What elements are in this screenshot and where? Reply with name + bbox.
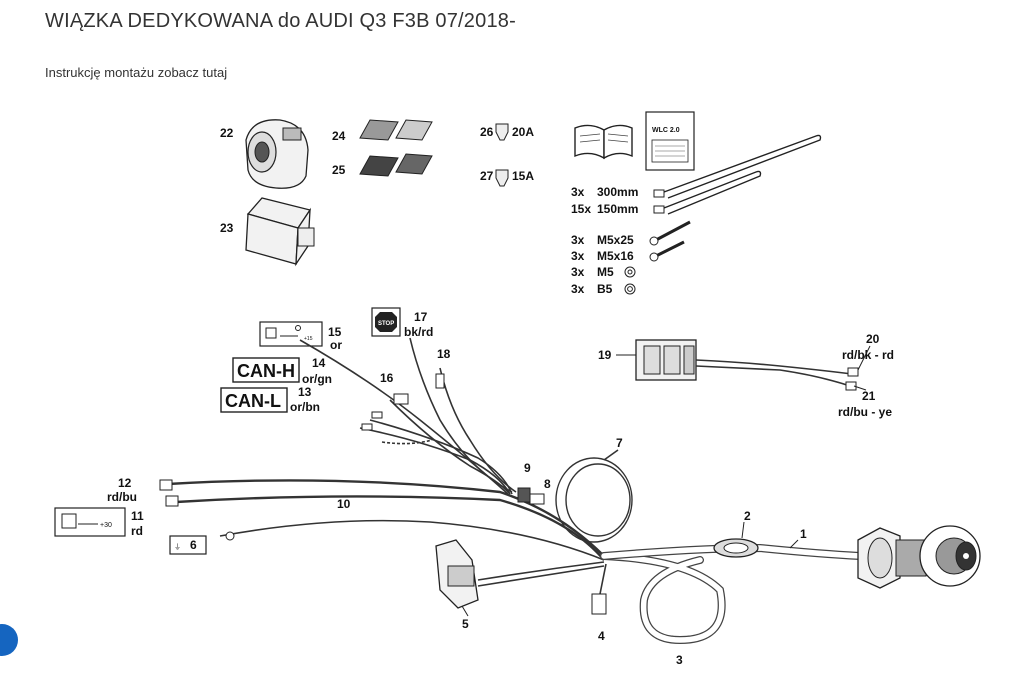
part-12-color: rd/bu — [107, 490, 137, 504]
part-16-label: 16 — [380, 371, 394, 385]
hw-qty-3: 3x — [571, 233, 585, 247]
part-12-label: 12 — [118, 476, 132, 490]
part-13-label: 13 — [298, 385, 312, 399]
part-3-label: 3 — [676, 653, 683, 667]
part-22-label: 22 — [220, 126, 234, 140]
part-24-label: 24 — [332, 129, 346, 143]
part-13-color: or/bn — [290, 400, 320, 414]
hw-item-4: M5x16 — [597, 249, 634, 263]
part-11-color: rd — [131, 524, 143, 538]
part-1-main-cable: 1 — [600, 527, 864, 560]
part-23-module-box: 23 — [220, 197, 315, 267]
part-3-cable-loop: 3 — [600, 552, 726, 667]
part-7-coil: 7 — [555, 436, 633, 543]
can-l-box: CAN-L 13 or/bn — [220, 385, 320, 414]
part-9-label: 9 — [524, 461, 531, 475]
part-14-color: or/gn — [302, 372, 332, 386]
cable-ties — [653, 134, 822, 215]
part-20-label: 20 — [866, 332, 880, 346]
part-18-label: 18 — [437, 347, 451, 361]
part-11-battery-plus: +30 — [54, 507, 126, 537]
part-6-label: 6 — [190, 538, 197, 552]
installation-instructions-link[interactable]: Instrukcję montażu zobacz tutaj — [45, 65, 228, 80]
part-10-label: 10 — [337, 497, 351, 511]
part-19-connector: 19 20 rd/bk - rd 21 rd/bu - ye — [598, 332, 894, 419]
part-1-label: 1 — [800, 527, 807, 541]
hw-item-1: 300mm — [597, 185, 638, 199]
part-25-label: 25 — [332, 163, 346, 177]
part-8-9-connectors: 9 8 — [517, 461, 551, 505]
can-h-box: CAN-H 14 or/gn — [232, 356, 332, 386]
part-26-label: 26 — [480, 125, 494, 139]
manual-book-icon — [574, 124, 633, 160]
page-title: WIĄZKA DEDYKOWANA do AUDI Q3 F3B 07/2018… — [45, 10, 516, 32]
part-15-label: 15 — [328, 325, 342, 339]
part-5-label: 5 — [462, 617, 469, 631]
plus15-text: +15 — [304, 336, 313, 342]
hw-item-6: B5 — [597, 282, 613, 296]
part-15-color: or — [330, 338, 342, 352]
part-2-grommet: 2 — [713, 509, 759, 558]
part-20-color: rd/bk - rd — [842, 348, 894, 362]
part-23-label: 23 — [220, 221, 234, 235]
part-17-color: bk/rd — [404, 325, 433, 339]
nut-icon — [624, 266, 636, 278]
part-14-label: 14 — [312, 356, 326, 370]
wlc-title: WLC 2.0 — [652, 127, 680, 134]
stop-sign-text: STOP — [378, 321, 394, 327]
hw-item-2: 150mm — [597, 202, 638, 216]
part-22-socket-housing: 22 — [220, 119, 309, 189]
part-25-velcro-pads: 25 — [332, 153, 433, 177]
part-10-main-harness: 10 12 rd/bu 11 rd — [107, 476, 605, 561]
hw-qty-1: 3x — [571, 185, 585, 199]
part-21-color: rd/bu - ye — [838, 405, 892, 419]
part-2-label: 2 — [744, 509, 751, 523]
part-27-label: 27 — [480, 169, 494, 183]
hw-qty-5: 3x — [571, 265, 585, 279]
plus30-text: +30 — [100, 522, 112, 529]
washer-icon — [624, 283, 636, 295]
hw-item-3: M5x25 — [597, 233, 634, 247]
part-11-label: 11 — [131, 509, 144, 523]
part-19-label: 19 — [598, 348, 612, 362]
part-27-fuse: 27 15A — [480, 169, 534, 187]
part-6-ground: ⏚ 6 — [169, 535, 207, 555]
part-26-rating: 20A — [512, 125, 534, 139]
part-4-label: 4 — [598, 629, 605, 643]
part-17-label: 17 — [414, 310, 428, 324]
hw-item-5: M5 — [597, 265, 614, 279]
part-26-fuse: 26 20A — [480, 123, 534, 141]
part-5-connector: 5 — [435, 539, 605, 631]
can-l-text: CAN-L — [225, 391, 281, 411]
hw-qty-6: 3x — [571, 282, 585, 296]
part-7-label: 7 — [616, 436, 623, 450]
part-21-label: 21 — [862, 389, 876, 403]
part-4-connector: 4 — [591, 563, 607, 643]
part-24-adhesive-pads: 24 — [332, 119, 433, 143]
hardware-list: 3x 300mm 15x 150mm 3x M5x25 3x M5x16 3x … — [571, 185, 691, 296]
part-15-ignition-plus: +15 15 or — [259, 321, 342, 352]
help-chat-button[interactable] — [0, 624, 18, 656]
hw-qty-2: 15x — [571, 202, 591, 216]
hw-qty-4: 3x — [571, 249, 585, 263]
part-17-brake-light: STOP 17 bk/rd — [371, 307, 433, 339]
signal-wires — [299, 337, 517, 495]
part-27-rating: 15A — [512, 169, 534, 183]
trailer-socket-plate — [857, 525, 981, 589]
wlc-label-card: WLC 2.0 — [645, 111, 695, 171]
screw-icon — [649, 220, 691, 246]
ground-icon: ⏚ — [174, 543, 181, 551]
can-h-text: CAN-H — [237, 361, 295, 381]
part-8-label: 8 — [544, 477, 551, 491]
screw-icon — [649, 240, 685, 262]
